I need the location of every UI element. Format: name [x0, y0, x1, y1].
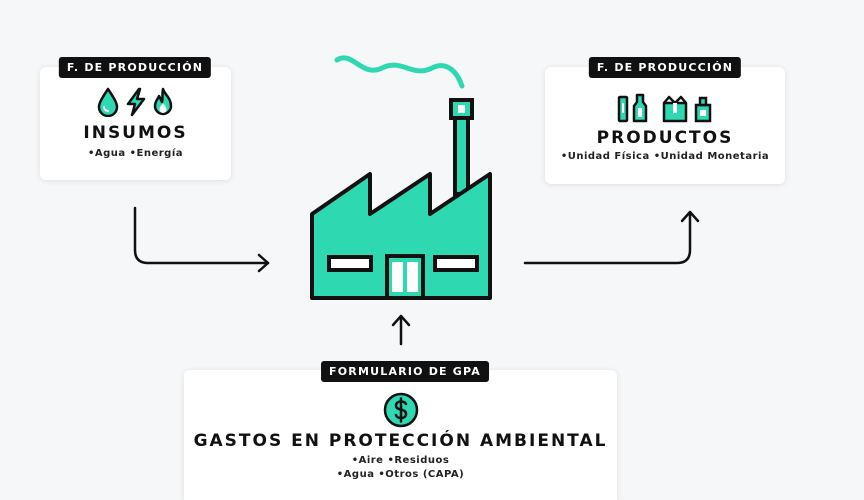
box-icon	[662, 95, 688, 123]
productos-card: PRODUCTOS •Unidad Física •Unidad Monetar…	[545, 67, 785, 184]
productos-tag: F. DE PRODUCCIÓN	[588, 57, 742, 78]
gpa-card: GASTOS EN PROTECCIÓN AMBIENTAL •Aire •Re…	[184, 370, 617, 500]
gpa-title: GASTOS EN PROTECCIÓN AMBIENTAL	[193, 431, 608, 451]
insumos-tag: F. DE PRODUCCIÓN	[58, 57, 212, 78]
insumos-items: •Agua •Energía	[87, 148, 184, 159]
insumos-icons	[40, 87, 231, 119]
productos-icons	[545, 93, 785, 123]
insumos-title: INSUMOS	[83, 123, 188, 143]
dollar-coin-icon	[383, 392, 418, 428]
bottle-icon	[617, 93, 647, 123]
lightning-icon	[126, 87, 145, 117]
gpa-items-line2: •Agua •Otros (CAPA)	[336, 469, 465, 480]
gpa-items-line1: •Aire •Residuos	[351, 455, 450, 466]
productos-title: PRODUCTOS	[596, 128, 734, 148]
smoke-icon	[334, 55, 465, 89]
productos-items: •Unidad Física •Unidad Monetaria	[560, 151, 770, 162]
water-drop-icon	[97, 87, 119, 118]
flame-icon	[153, 87, 173, 116]
gpa-tag: FORMULARIO DE GPA	[321, 361, 489, 382]
package-icon	[695, 96, 712, 123]
factory-icon	[310, 55, 492, 300]
gpa-icon-wrap	[184, 392, 617, 428]
insumos-card: INSUMOS •Agua •Energía	[40, 67, 231, 180]
